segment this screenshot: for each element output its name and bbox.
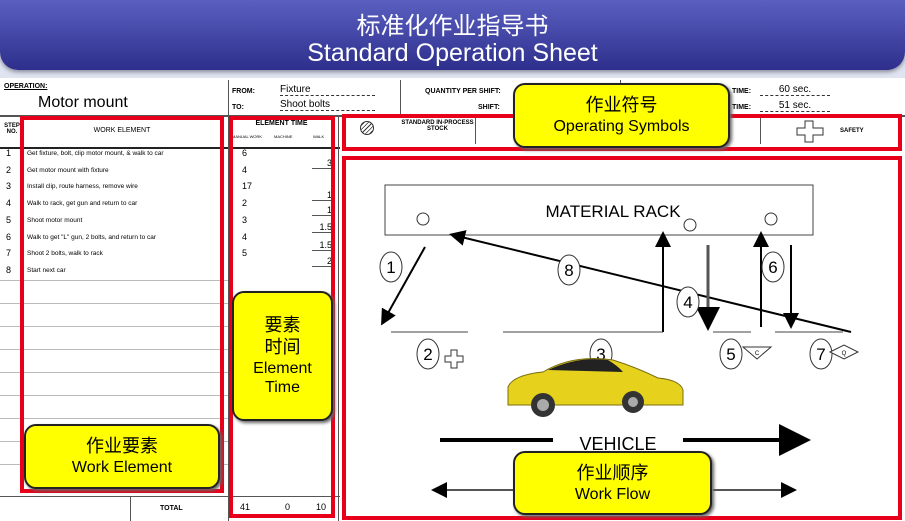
step-number: 6 <box>6 231 12 242</box>
svg-text:Q: Q <box>842 351 847 357</box>
manual-col-header: MANUAL WORK <box>232 134 263 139</box>
work-element-text: Walk to rack, get gun and return to car <box>27 200 138 208</box>
work-element-text: Shoot motor mount <box>27 216 83 224</box>
manual-time: 6 <box>242 148 248 158</box>
step-number: 3 <box>6 181 12 192</box>
step-circle <box>416 338 440 370</box>
work-element-highlight <box>20 116 224 493</box>
step-circle <box>809 338 833 370</box>
quality-check-c-icon <box>741 346 773 360</box>
from-label: FROM: <box>232 88 255 95</box>
title-cn: 标准化作业指导书 <box>356 12 549 40</box>
step-circle-label: 1 <box>386 258 395 277</box>
svg-text:C: C <box>755 351 760 357</box>
safety-cross-icon <box>444 349 464 369</box>
step-circle-label: 3 <box>596 345 605 364</box>
step-circle-label: 5 <box>726 345 735 364</box>
walk-time: 1.5 <box>312 222 332 233</box>
time1-label: TIME: <box>732 88 752 95</box>
work-flow-diagram: MATERIAL RACK 1 2 3 4 5 6 7 8 C Q VEHICLE <box>379 184 860 498</box>
total-machine: 0 <box>285 502 291 512</box>
step-number: 1 <box>6 148 12 158</box>
step-header: STEP NO. <box>4 123 20 135</box>
work-element-text: Walk to get "L" gun, 2 bolts, and return… <box>27 233 157 241</box>
total-walk: 10 <box>316 502 327 512</box>
operation-label: OPERATION: <box>4 83 48 90</box>
stock-icon <box>764 212 778 226</box>
total-manual: 41 <box>240 502 251 512</box>
step-circle <box>676 286 700 318</box>
element-time-header: ELEMENT TIME <box>255 120 308 127</box>
step-number: 4 <box>6 198 12 209</box>
manual-time: 2 <box>242 198 248 209</box>
diagram-highlight <box>342 156 902 520</box>
element-time-highlight <box>229 116 335 518</box>
step-circle <box>719 338 743 370</box>
from-value: Fixture <box>280 84 375 96</box>
work-element-text: Shoot 2 bolts, walk to rack <box>27 250 103 258</box>
stock-icon <box>683 218 697 232</box>
stock-icon <box>416 212 430 226</box>
symbol-safety-label: SAFETY <box>840 128 864 134</box>
title-en: Standard Operation Sheet <box>307 39 598 67</box>
walk-time: 3 <box>312 158 332 169</box>
step-number: 7 <box>6 248 12 259</box>
time1-value: 60 sec. <box>760 84 830 96</box>
walk-time: 2 <box>312 256 332 267</box>
step-circle-label: 6 <box>768 258 777 277</box>
walk-time: 1.5 <box>312 240 332 251</box>
flow-arrow-1 <box>381 246 426 326</box>
car-image <box>507 358 684 417</box>
operation-name: Motor mount <box>38 94 128 111</box>
walk-col-header: WALK <box>313 134 325 139</box>
title-banner: 标准化作业指导书 Standard Operation Sheet <box>0 0 905 70</box>
work-element-text: Get motor mount with fixture <box>27 166 109 174</box>
material-rack <box>384 184 814 236</box>
standard-stock-icon <box>360 121 374 135</box>
safety-cross-icon <box>796 120 824 143</box>
machine-col-header: MACHINE <box>274 134 293 139</box>
step-circle-label: 8 <box>564 261 573 280</box>
symbol-standard-stock-label: STANDARD IN-PROCESS STOCK <box>401 120 474 132</box>
step-circle-label: 4 <box>683 293 692 312</box>
work-element-text: Install clip, route harness, remove wire <box>27 183 138 191</box>
step-number: 8 <box>6 264 12 275</box>
walk-time: 1 <box>312 190 332 201</box>
to-value: Shoot bolts <box>280 99 375 111</box>
work-element-text: Start next car <box>27 266 66 274</box>
manual-time: 4 <box>242 231 248 242</box>
step-circle-label: 7 <box>816 345 825 364</box>
step-circle <box>379 251 403 283</box>
step-number: 5 <box>6 214 12 225</box>
time2-value: 51 sec. <box>760 100 830 112</box>
manual-time: 3 <box>242 214 248 225</box>
step-circle-label: 2 <box>423 345 432 364</box>
manual-time: 5 <box>242 248 248 259</box>
walk-time: 1 <box>312 205 332 216</box>
shift-label: SHIFT: <box>478 104 500 111</box>
to-label: TO: <box>232 104 244 111</box>
step-number: 2 <box>6 164 12 175</box>
work-element-header: WORK ELEMENT <box>93 127 151 134</box>
work-element-text: Get fixture, bolt, clip motor mount, & w… <box>27 150 164 157</box>
manual-time: 4 <box>242 164 248 175</box>
qty-label: QUANTITY PER SHIFT: <box>425 88 501 95</box>
manual-time: 17 <box>242 181 253 192</box>
quality-check-q-icon <box>828 344 860 360</box>
time2-label: TIME: <box>732 104 752 111</box>
total-label: TOTAL <box>160 505 183 512</box>
step-circle <box>761 251 785 283</box>
vehicle-label: VEHICLE <box>579 434 656 454</box>
step-circle <box>557 254 581 286</box>
rack-label: MATERIAL RACK <box>545 202 681 221</box>
